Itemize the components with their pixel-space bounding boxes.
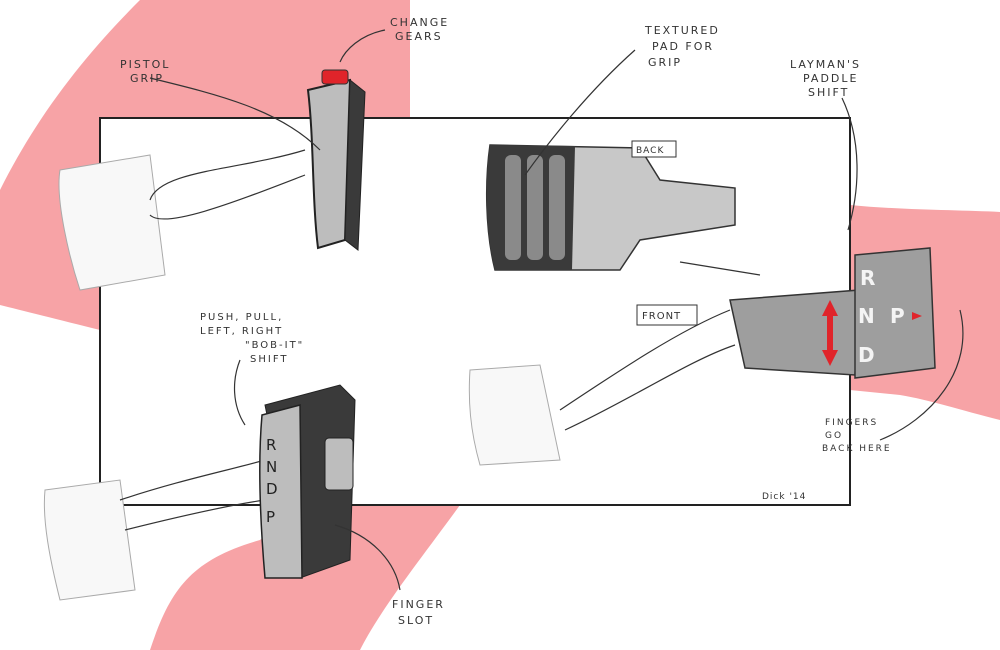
leader-line-fingers xyxy=(879,309,964,441)
front-label: FRONT xyxy=(642,311,681,322)
front-tag xyxy=(636,304,698,326)
paddle-gear-d: D xyxy=(858,343,875,367)
leader-line-gears xyxy=(339,29,386,63)
bob-gear-p: P xyxy=(266,508,275,526)
leader-line-pad xyxy=(524,49,636,176)
back-tag xyxy=(631,140,677,158)
bob-it-label: PUSH, PULL,LEFT, RIGHT"BOB-IT"SHIFT xyxy=(200,312,304,365)
paddle-shift-sketch: R N P D FRONT xyxy=(468,247,936,466)
bob-gear-r: R xyxy=(266,436,276,454)
finger-slot xyxy=(324,437,354,491)
change-gears-button xyxy=(321,69,349,85)
shift-arrow-icon xyxy=(822,300,838,366)
signature: Dick '14 xyxy=(762,492,806,502)
pink-band-bottom xyxy=(150,505,460,650)
leader-line-slot xyxy=(334,524,401,591)
selected-gear-marker-icon xyxy=(912,312,922,320)
bob-gear-d: D xyxy=(266,480,278,498)
leader-line-bob xyxy=(233,359,246,426)
back-label: BACK xyxy=(636,146,664,156)
leader-line-pistol xyxy=(149,77,321,151)
paddle-gear-p: P xyxy=(890,304,905,328)
paddle-gear-n: N xyxy=(858,304,875,328)
bob-gear-n: N xyxy=(266,458,277,476)
textured-grip-sketch: BACK xyxy=(485,140,761,276)
bob-it-shift-sketch: R N D P xyxy=(43,384,356,601)
pistol-grip-sketch xyxy=(58,69,366,291)
leader-line-paddle xyxy=(841,97,858,231)
paddle-gear-r: R xyxy=(860,266,875,290)
